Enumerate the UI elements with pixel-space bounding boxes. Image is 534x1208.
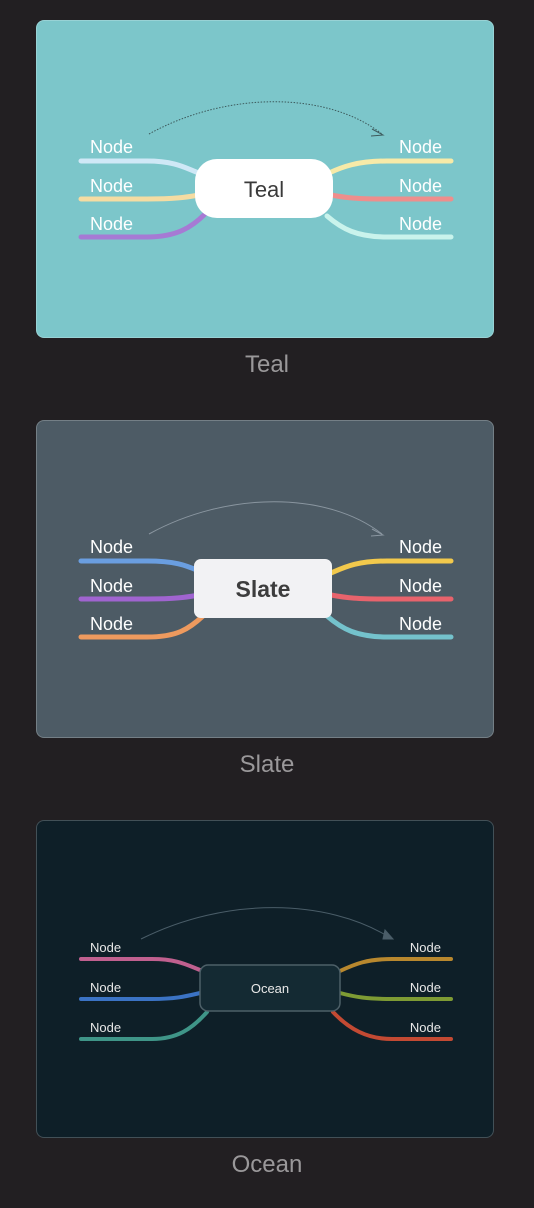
central-node	[199, 964, 341, 1012]
central-node-label: Ocean	[251, 981, 289, 996]
node-label: Node	[90, 940, 121, 955]
theme-card-slate[interactable]: Slate Node Node Node Node Node Node Slat…	[0, 400, 534, 800]
node-label: Node	[399, 576, 442, 596]
theme-name-label: Slate	[239, 751, 295, 778]
central-node	[195, 159, 333, 218]
node-label: Node	[90, 214, 133, 234]
node-label: Node	[399, 137, 442, 157]
node-label: Node	[410, 940, 441, 955]
node-label: Node	[90, 176, 133, 196]
node-label: Node	[399, 614, 442, 634]
theme-name-label: Teal	[244, 351, 290, 378]
branch-left-3	[78, 613, 206, 640]
branch-right-3	[324, 213, 454, 240]
branch-right-2	[338, 991, 453, 1001]
branch-left-1	[78, 558, 202, 574]
branch-right-2	[328, 592, 454, 602]
arrow-head	[370, 528, 385, 537]
branch-left-1	[79, 957, 202, 972]
branch-right-1	[328, 558, 454, 576]
node-label: Node	[90, 537, 133, 557]
curved-arrow	[148, 501, 383, 535]
branch-left-1	[78, 158, 202, 176]
branch-right-3	[331, 1010, 453, 1041]
node-label: Node	[399, 176, 442, 196]
branch-right-1	[326, 158, 454, 176]
node-label: Node	[399, 214, 442, 234]
branch-left-3	[78, 211, 208, 240]
branch-right-1	[338, 957, 453, 973]
node-label: Node	[90, 576, 133, 596]
branch-left-3	[79, 1010, 209, 1041]
theme-preview-ocean[interactable]: Ocean Node Node Node Node Node Node	[36, 820, 494, 1138]
curved-arrow	[140, 907, 390, 940]
mindmap-preview-slate: Slate Node Node Node Node Node Node	[78, 501, 454, 640]
central-node	[194, 559, 332, 618]
mindmap-preview-ocean: Ocean Node Node Node Node Node Node	[79, 907, 453, 1041]
theme-preview-slate[interactable]: Slate Node Node Node Node Node Node	[36, 420, 494, 738]
branch-left-2	[79, 991, 202, 1001]
arrow-head	[370, 128, 385, 137]
curved-arrow	[148, 101, 383, 135]
central-node-label: Teal	[244, 177, 284, 202]
node-label: Node	[410, 980, 441, 995]
theme-card-ocean[interactable]: Ocean Node Node Node Node Node Node Ocea…	[0, 800, 534, 1200]
theme-card-teal[interactable]: Teal Node Node Node Node Node Node Teal	[0, 0, 534, 400]
node-label: Node	[90, 137, 133, 157]
arrow-head	[382, 928, 395, 940]
node-label: Node	[90, 1020, 121, 1035]
node-label: Node	[399, 537, 442, 557]
node-label: Node	[90, 614, 133, 634]
branch-right-3	[324, 613, 454, 640]
mindmap-preview-teal: Teal Node Node Node Node Node Node	[78, 101, 454, 240]
node-label: Node	[410, 1020, 441, 1035]
theme-name-label: Ocean	[231, 1151, 303, 1178]
central-node-label: Slate	[236, 576, 291, 602]
branch-right-2	[328, 192, 454, 202]
node-label: Node	[90, 980, 121, 995]
theme-preview-teal[interactable]: Teal Node Node Node Node Node Node	[36, 20, 494, 338]
